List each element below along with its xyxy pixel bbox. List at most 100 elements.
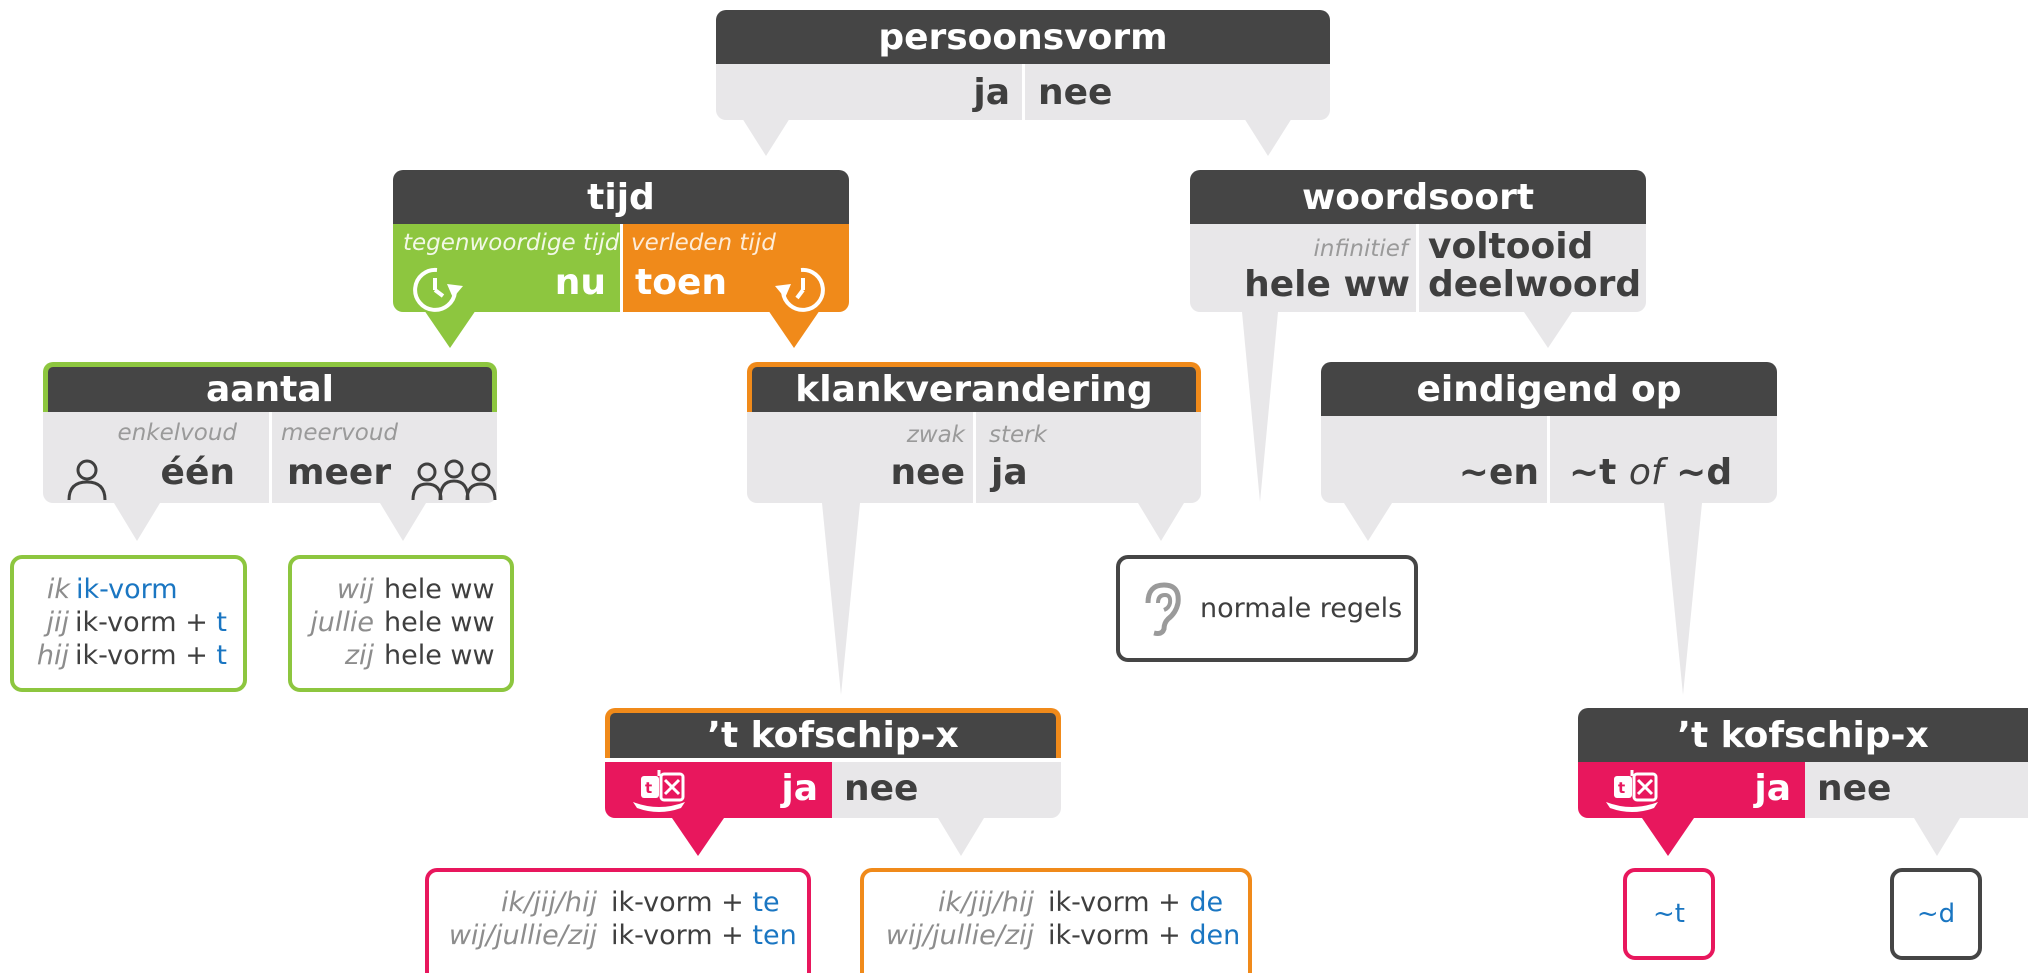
enkelvoud-box: ik ik-vorm jij ik-vorm + t hij ik-vorm +… — [10, 555, 247, 692]
aantal-right-small: meervoud — [281, 420, 399, 446]
woordsoort-left-big: hele ww — [1244, 264, 1410, 305]
plus: + — [712, 920, 753, 951]
suffix: t — [216, 607, 227, 638]
pointer-persoonsvorm-nee — [1244, 118, 1292, 156]
tijd-toen-cell: verleden tijd toen — [623, 224, 849, 312]
pointer-eindigend-en — [1344, 503, 1392, 541]
pronoun: ik — [46, 574, 70, 605]
kofschip-right-ja: ja — [1754, 768, 1791, 809]
plus: + — [1149, 887, 1190, 918]
eindigend-body: ~en ~t of ~d — [1321, 416, 1777, 503]
eindigend-right-b: ~d — [1676, 452, 1733, 493]
form: ik-vorm — [76, 574, 178, 605]
kofschip-left-nee: nee — [844, 768, 919, 809]
form: ik-vorm — [1048, 887, 1150, 918]
persoonsvorm-nee: nee — [1038, 72, 1113, 113]
pronoun: ik/jij/hij — [501, 887, 597, 918]
woordsoort-body: infinitief hele ww voltooid deelwoord — [1190, 224, 1646, 312]
suffix: ten — [752, 920, 797, 951]
t-box: ~t — [1623, 868, 1715, 960]
woordsoort-left-small: infinitief — [1313, 236, 1408, 262]
list-item: jullie hele ww — [292, 606, 510, 639]
tijd-left-small: tegenwoordige tijd — [403, 230, 620, 256]
suffix: t — [216, 640, 227, 671]
pointer-persoonsvorm-ja — [742, 118, 790, 156]
pronoun: jullie — [310, 607, 374, 638]
ear-icon — [1145, 581, 1181, 636]
form: ik-vorm — [75, 640, 177, 671]
form: hele ww — [384, 607, 495, 638]
people-icon — [411, 459, 497, 501]
list-item: wij hele ww — [292, 573, 510, 606]
form: hele ww — [384, 574, 495, 605]
list-item: hij ik-vorm + t — [14, 639, 227, 672]
kofschip-left-title: ’t kofschip-x — [605, 708, 1061, 758]
persoonsvorm-title: persoonsvorm — [716, 10, 1330, 64]
pointer-kofschip-right-nee — [1914, 818, 1960, 856]
clock-forward-icon — [413, 267, 463, 312]
suffix: de — [1189, 887, 1224, 918]
list-item: wij/jullie/zij ik-vorm + den — [864, 919, 1248, 952]
suffix: den — [1189, 920, 1241, 951]
aantal-body: enkelvoud één meervoud meer — [43, 412, 497, 503]
woordsoort-right-big-2: deelwoord — [1428, 264, 1642, 305]
divider — [1547, 416, 1550, 503]
klank-left-big: nee — [890, 452, 965, 493]
plus: + — [712, 887, 753, 918]
kofschip-left-nee-cell: nee — [832, 762, 1061, 818]
aantal-right-big: meer — [287, 452, 392, 493]
pronoun: wij — [336, 574, 374, 605]
tijd-right-big: toen — [635, 262, 727, 303]
tijd-right-small: verleden tijd — [631, 230, 776, 256]
pointer-kofschip-right-ja — [1642, 818, 1694, 856]
klank-right-big: ja — [991, 452, 1028, 493]
list-item: ik/jij/hij ik-vorm + de — [864, 886, 1248, 919]
pointer-kofschip-left-nee — [938, 818, 984, 856]
list-item: ik/jij/hij ik-vorm + te — [429, 886, 807, 919]
kofschip-right-nee-cell: nee — [1805, 762, 2028, 818]
pointer-aantal-een — [114, 503, 160, 541]
pronoun: jij — [46, 607, 70, 638]
persoonsvorm-ja: ja — [973, 72, 1010, 113]
pointer-aantal-meer — [380, 503, 426, 541]
divider — [1022, 64, 1025, 120]
divider — [269, 412, 272, 503]
svg-text:t: t — [645, 779, 652, 797]
list-item: zij hele ww — [292, 639, 510, 672]
pronoun: wij/jullie/zij — [885, 920, 1034, 951]
pointer-klank-nee — [822, 503, 860, 695]
tijd-nu-cell: tegenwoordige tijd nu — [393, 224, 620, 312]
pointer-tijd-nu — [424, 310, 476, 348]
divider — [620, 224, 623, 312]
list-item: ik ik-vorm — [14, 573, 227, 606]
divider — [1416, 224, 1419, 312]
kofschip-right-nee: nee — [1817, 768, 1892, 809]
eindigend-right-of: of — [1628, 452, 1664, 493]
clock-back-icon — [775, 267, 825, 312]
persoonsvorm-body: ja nee — [716, 64, 1330, 120]
list-item: wij/jullie/zij ik-vorm + ten — [429, 919, 807, 952]
de-box: ik/jij/hij ik-vorm + de wij/jullie/zij i… — [860, 868, 1252, 973]
pointer-woordsoort-heleww — [1242, 312, 1278, 502]
person-icon — [67, 459, 107, 501]
svg-text:t: t — [1618, 779, 1625, 797]
d-box: ~d — [1890, 868, 1982, 960]
ship-icon: t — [633, 770, 685, 812]
aantal-title: aantal — [43, 362, 497, 412]
pointer-klank-ja — [1138, 503, 1184, 541]
pointer-kofschip-left-ja — [672, 818, 724, 856]
klankverandering-body: zwak nee sterk ja — [747, 412, 1201, 503]
klank-right-small: sterk — [989, 422, 1047, 448]
tijd-left-big: nu — [554, 262, 606, 303]
list-item: jij ik-vorm + t — [14, 606, 228, 639]
te-box: ik/jij/hij ik-vorm + te wij/jullie/zij i… — [425, 868, 811, 973]
pronoun: wij/jullie/zij — [448, 920, 597, 951]
kofschip-right-ja-cell: t ja — [1578, 762, 1805, 818]
pronoun: zij — [344, 640, 374, 671]
plus: + — [1149, 920, 1190, 951]
pronoun: ik/jij/hij — [938, 887, 1034, 918]
tijd-title: tijd — [393, 170, 849, 224]
form: ik-vorm — [611, 920, 713, 951]
woordsoort-right-big-1: voltooid — [1428, 226, 1594, 267]
